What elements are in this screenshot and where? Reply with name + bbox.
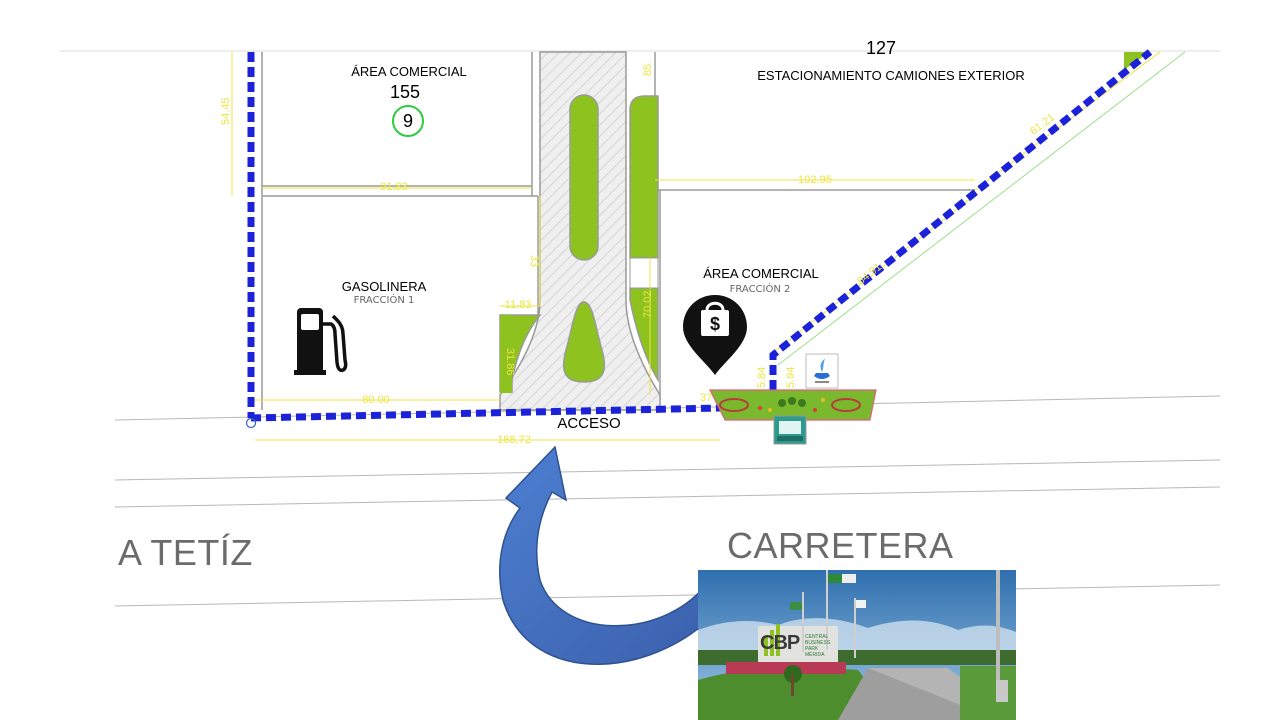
dimension-label: 5.94 (785, 366, 797, 388)
boundary-marker (245, 417, 257, 429)
fraccion-1-label: FRACCIÓN 1 (353, 295, 415, 306)
dimension-label: 80.00 (362, 394, 390, 406)
fraccion-2-label: FRACCIÓN 2 (729, 284, 791, 295)
svg-text:$: $ (710, 314, 720, 334)
lot-number-155: 155 (389, 82, 421, 102)
dimension-label: 91.83 (380, 181, 408, 193)
planter-strip (709, 389, 877, 421)
dimension-lines (231, 51, 1161, 441)
gasolinera-label: GASOLINERA (341, 279, 427, 294)
area-comercial-right-label: ÁREA COMERCIAL (703, 266, 819, 281)
acceso-label: ACCESO (557, 415, 621, 432)
entrance-photo (698, 570, 1016, 720)
lot-badge: 9 (392, 105, 424, 137)
green-edge-line (777, 51, 1186, 366)
kiosk-icon (773, 415, 807, 445)
road-lines (114, 395, 1221, 607)
shopping-bag-location-icon: $ (683, 295, 747, 375)
cbp-subtitle: CENTRAL BUSINESS PARK MÉRIDA (805, 634, 831, 658)
dimension-label: 33 (528, 255, 540, 268)
area-comercial-top-label: ÁREA COMERCIAL (351, 64, 467, 79)
lot-lines (261, 52, 975, 410)
water-fountain-icon (805, 353, 839, 389)
fuel-pump-icon (294, 308, 348, 375)
dimension-label: 188.72 (497, 434, 531, 446)
property-boundary (247, 49, 1153, 422)
dimension-label: 102.95 (798, 174, 832, 186)
road-label-carretera: CARRETERA (727, 525, 954, 566)
lot-number-127: 127 (865, 38, 897, 58)
estacionamiento-label: ESTACIONAMIENTO CAMIONES EXTERIOR (757, 68, 1025, 83)
dimension-label: 37 (700, 392, 713, 404)
dimension-label: 31.86 (504, 348, 516, 376)
road-label-tetiz: A TETÍZ (118, 532, 253, 573)
dimension-label: 54.45 (220, 97, 232, 125)
dimension-label: 11.83 (504, 299, 532, 311)
curved-arrow-icon (499, 445, 726, 665)
green-medians (499, 94, 659, 393)
cbp-logo: CBP (760, 632, 800, 654)
dimension-label: 5.84 (756, 366, 768, 388)
dimension-label: 70.02 (642, 290, 654, 318)
dimension-label: 85. (642, 60, 654, 76)
